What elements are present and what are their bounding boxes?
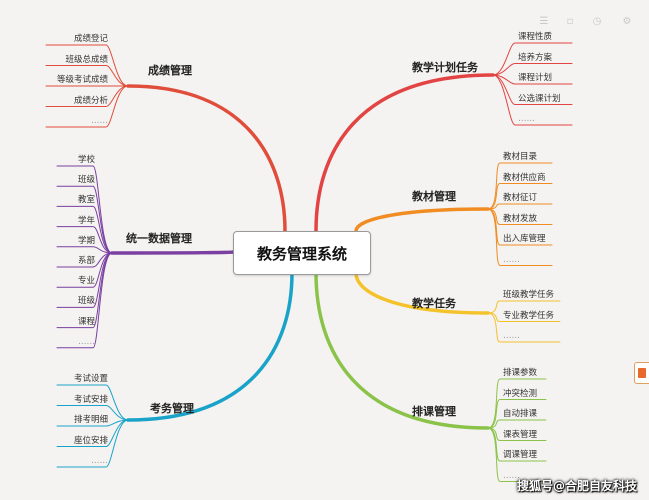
leaf-link-schedule-2 <box>487 419 547 429</box>
leaf-link-grade-1 <box>45 65 129 87</box>
leaf-link-textbook-2 <box>487 203 553 210</box>
leaf-data-2[interactable]: 教室 <box>77 195 95 206</box>
branch-exam[interactable]: 考务管理 <box>150 402 194 415</box>
logo-icon <box>638 368 646 378</box>
leaf-link-plan-1 <box>492 63 573 76</box>
leaf-link-data-0 <box>56 165 113 254</box>
leaf-link-plan-4 <box>492 74 573 126</box>
leaf-link-plan-2 <box>492 74 573 85</box>
leaf-task-1[interactable]: 专业教学任务 <box>503 310 555 321</box>
branch-link-exam <box>126 271 294 422</box>
leaf-task-2[interactable]: …… <box>503 331 520 341</box>
leaf-textbook-0[interactable]: 教材目录 <box>503 152 538 162</box>
leaf-link-exam-4 <box>56 419 129 468</box>
branch-link-grade <box>126 84 287 233</box>
branch-link-plan <box>314 73 495 233</box>
leaf-link-textbook-1 <box>487 183 553 210</box>
branch-grade[interactable]: 成绩管理 <box>148 64 192 77</box>
leaf-textbook-2[interactable]: 教材征订 <box>503 193 538 203</box>
leaf-link-textbook-5 <box>487 208 553 266</box>
side-panel-tab[interactable] <box>634 362 649 384</box>
leaf-schedule-5[interactable]: …… <box>503 470 520 481</box>
leaf-link-schedule-1 <box>487 399 547 429</box>
leaf-link-data-4 <box>56 246 113 254</box>
leaf-link-data-9 <box>56 252 113 349</box>
branch-link-schedule <box>314 271 490 430</box>
leaf-link-data-3 <box>56 226 113 254</box>
leaf-plan-0[interactable]: 课程性质 <box>518 32 553 42</box>
leaf-link-exam-0 <box>56 384 129 421</box>
leaf-plan-1[interactable]: 培养方案 <box>518 52 553 63</box>
leaf-textbook-1[interactable]: 教材供应商 <box>503 172 546 183</box>
leaf-grade-3[interactable]: 成绩分析 <box>73 95 108 106</box>
leaf-task-0[interactable]: 班级教学任务 <box>503 290 555 300</box>
watermark: 搜狐号@合肥自友科技 <box>516 479 637 493</box>
leaf-schedule-2[interactable]: 自动排课 <box>503 409 538 419</box>
leaf-link-schedule-0 <box>487 378 547 429</box>
leaf-data-5[interactable]: 系部 <box>77 256 95 266</box>
leaf-plan-2[interactable]: 课程计划 <box>518 73 553 83</box>
leaf-exam-4[interactable]: …… <box>91 456 108 466</box>
leaf-schedule-1[interactable]: 冲突检测 <box>503 388 538 399</box>
branch-link-task <box>354 271 490 315</box>
leaf-grade-4[interactable]: …… <box>91 116 108 126</box>
clock-icon[interactable]: ◷ <box>592 15 602 27</box>
leaf-link-data-2 <box>56 205 113 254</box>
leaf-data-3[interactable]: 学年 <box>77 215 95 226</box>
leaf-exam-3[interactable]: 座位安排 <box>73 435 108 446</box>
branch-data[interactable]: 统一数据管理 <box>126 232 192 245</box>
leaf-link-task-2 <box>487 312 561 343</box>
leaf-data-6[interactable]: 专业 <box>77 276 95 287</box>
leaf-grade-2[interactable]: 等级考试成绩 <box>56 75 108 85</box>
list-icon[interactable]: ☰ <box>539 15 549 27</box>
leaf-exam-2[interactable]: 排考明细 <box>73 415 108 425</box>
leaf-data-0[interactable]: 学校 <box>77 155 95 165</box>
branch-link-textbook <box>354 207 490 233</box>
leaf-data-8[interactable]: 课程 <box>77 316 95 327</box>
leaf-plan-3[interactable]: 公选课计划 <box>518 93 561 104</box>
branch-textbook[interactable]: 教材管理 <box>412 190 456 203</box>
leaf-plan-4[interactable]: …… <box>518 114 535 124</box>
leaf-link-grade-4 <box>45 85 129 128</box>
comment-icon[interactable]: ▫ <box>566 15 574 27</box>
branch-schedule[interactable]: 排课管理 <box>412 405 456 418</box>
leaf-data-1[interactable]: 班级 <box>77 175 95 186</box>
root-node[interactable]: 教务管理系统 <box>233 231 371 275</box>
leaf-exam-1[interactable]: 考试安排 <box>73 394 108 405</box>
leaf-link-exam-1 <box>56 405 129 421</box>
leaf-link-schedule-5 <box>487 427 547 482</box>
leaf-grade-0[interactable]: 成绩登记 <box>73 34 108 44</box>
branch-link-data <box>110 250 235 255</box>
leaf-exam-0[interactable]: 考试设置 <box>73 374 108 384</box>
leaf-schedule-3[interactable]: 课表管理 <box>503 429 538 440</box>
leaf-textbook-4[interactable]: 出入库管理 <box>503 234 546 244</box>
leaf-link-textbook-0 <box>487 162 553 210</box>
leaf-link-grade-0 <box>45 44 129 87</box>
leaf-data-7[interactable]: 班级 <box>77 296 95 307</box>
leaf-textbook-5[interactable]: …… <box>503 254 520 265</box>
leaf-textbook-3[interactable]: 教材发放 <box>503 213 538 224</box>
branch-task[interactable]: 教学任务 <box>412 297 456 310</box>
leaf-data-4[interactable]: 学期 <box>77 235 95 246</box>
settings-icon[interactable]: ⚙ <box>622 15 632 27</box>
leaf-link-exam-2 <box>56 419 129 427</box>
leaf-link-task-0 <box>487 300 561 314</box>
leaf-schedule-0[interactable]: 排课参数 <box>503 368 538 378</box>
leaf-grade-1[interactable]: 班级总成绩 <box>65 54 108 65</box>
leaf-link-data-1 <box>56 185 113 254</box>
branch-plan[interactable]: 教学计划任务 <box>412 61 478 74</box>
leaf-data-9[interactable]: …… <box>78 336 95 347</box>
leaf-link-plan-0 <box>492 42 573 76</box>
leaf-schedule-4[interactable]: 调课管理 <box>503 450 538 460</box>
